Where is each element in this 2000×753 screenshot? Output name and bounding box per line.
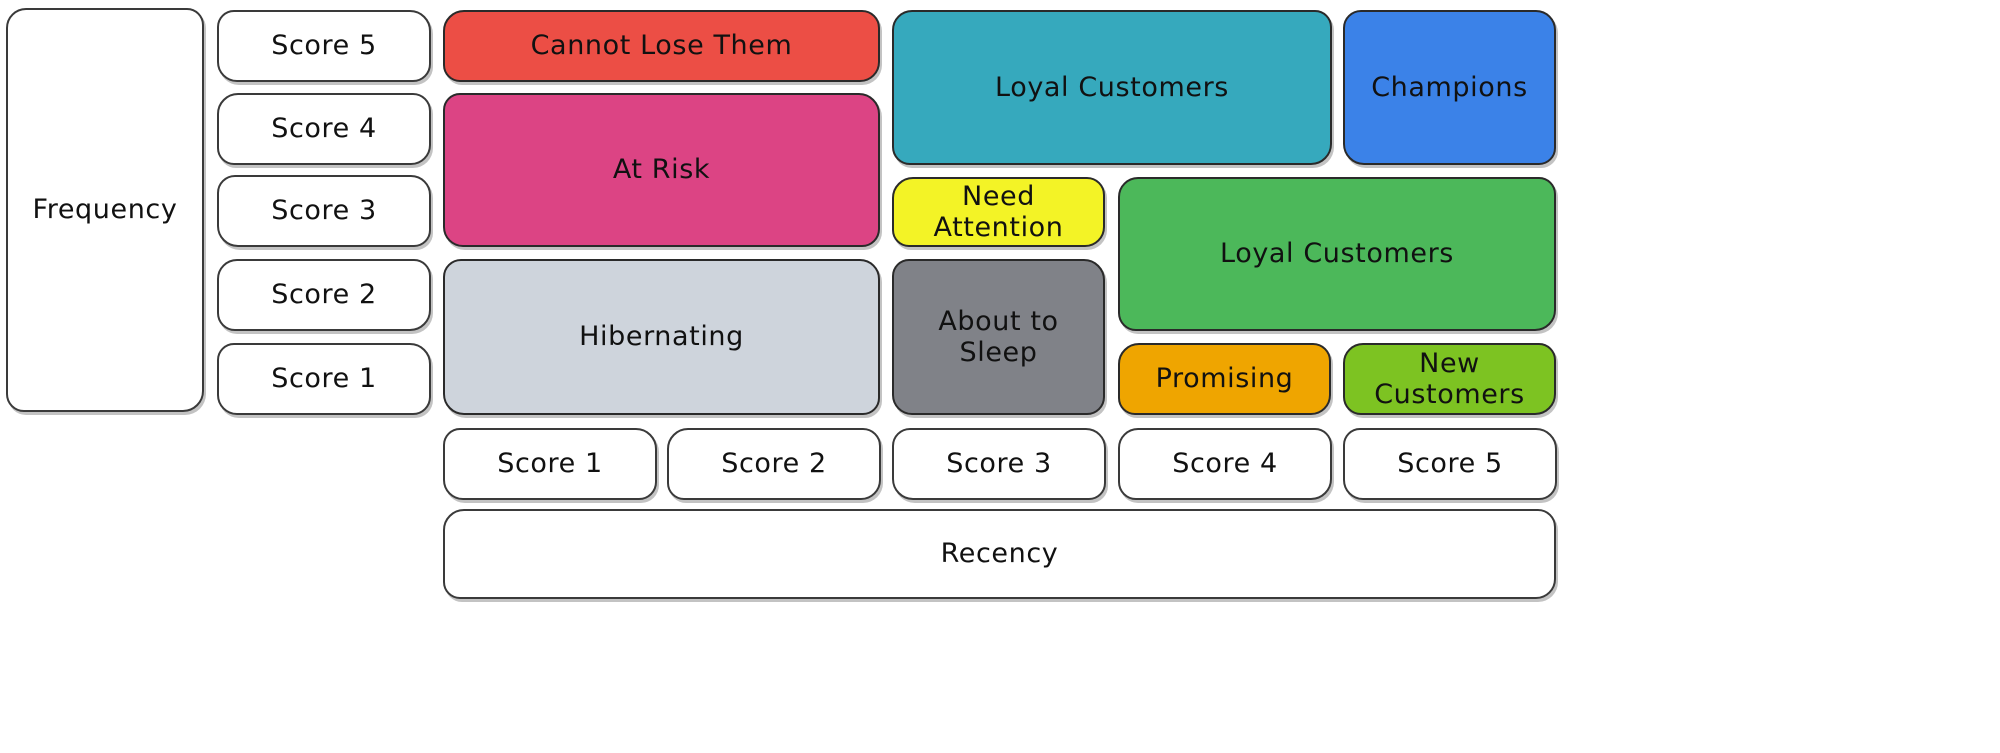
segment-hibernating[interactable]: Hibernating xyxy=(443,259,880,415)
y-score-label-2: Score 2 xyxy=(217,259,431,331)
segment-label: At Risk xyxy=(612,154,711,186)
x-score-label-2: Score 2 xyxy=(667,428,881,500)
segment-about-to-sleep[interactable]: About to Sleep xyxy=(892,259,1105,415)
segment-label: Need Attention xyxy=(933,180,1064,243)
segment-need-attention[interactable]: Need Attention xyxy=(892,177,1105,247)
segment-label: Champions xyxy=(1371,71,1528,103)
segment-label: New Customers xyxy=(1374,347,1525,410)
x-score-label-1: Score 1 xyxy=(443,428,657,500)
segment-label: Cannot Lose Them xyxy=(530,30,793,62)
segment-champions[interactable]: Champions xyxy=(1343,10,1556,165)
segment-label: About to Sleep xyxy=(938,305,1059,368)
y-score-label-1: Score 1 xyxy=(217,343,431,415)
segment-label: Hibernating xyxy=(579,321,744,353)
segment-at-risk[interactable]: At Risk xyxy=(443,93,880,247)
segment-promising[interactable]: Promising xyxy=(1118,343,1331,415)
x-score-label-5: Score 5 xyxy=(1343,428,1557,500)
segment-loyal-customers-teal[interactable]: Loyal Customers xyxy=(892,10,1332,165)
segment-label: Promising xyxy=(1155,363,1294,395)
segment-loyal-customers-green[interactable]: Loyal Customers xyxy=(1118,177,1556,331)
x-score-label-3: Score 3 xyxy=(892,428,1106,500)
y-axis-label-frequency: Frequency xyxy=(6,8,204,412)
x-score-label-4: Score 4 xyxy=(1118,428,1332,500)
segment-label: Loyal Customers xyxy=(1220,238,1454,270)
segment-cannot-lose-them[interactable]: Cannot Lose Them xyxy=(443,10,880,82)
y-score-label-3: Score 3 xyxy=(217,175,431,247)
y-score-label-4: Score 4 xyxy=(217,93,431,165)
segment-new-customers[interactable]: New Customers xyxy=(1343,343,1556,415)
y-score-label-5: Score 5 xyxy=(217,10,431,82)
x-axis-label-recency: Recency xyxy=(443,509,1556,599)
segment-label: Loyal Customers xyxy=(995,71,1229,103)
